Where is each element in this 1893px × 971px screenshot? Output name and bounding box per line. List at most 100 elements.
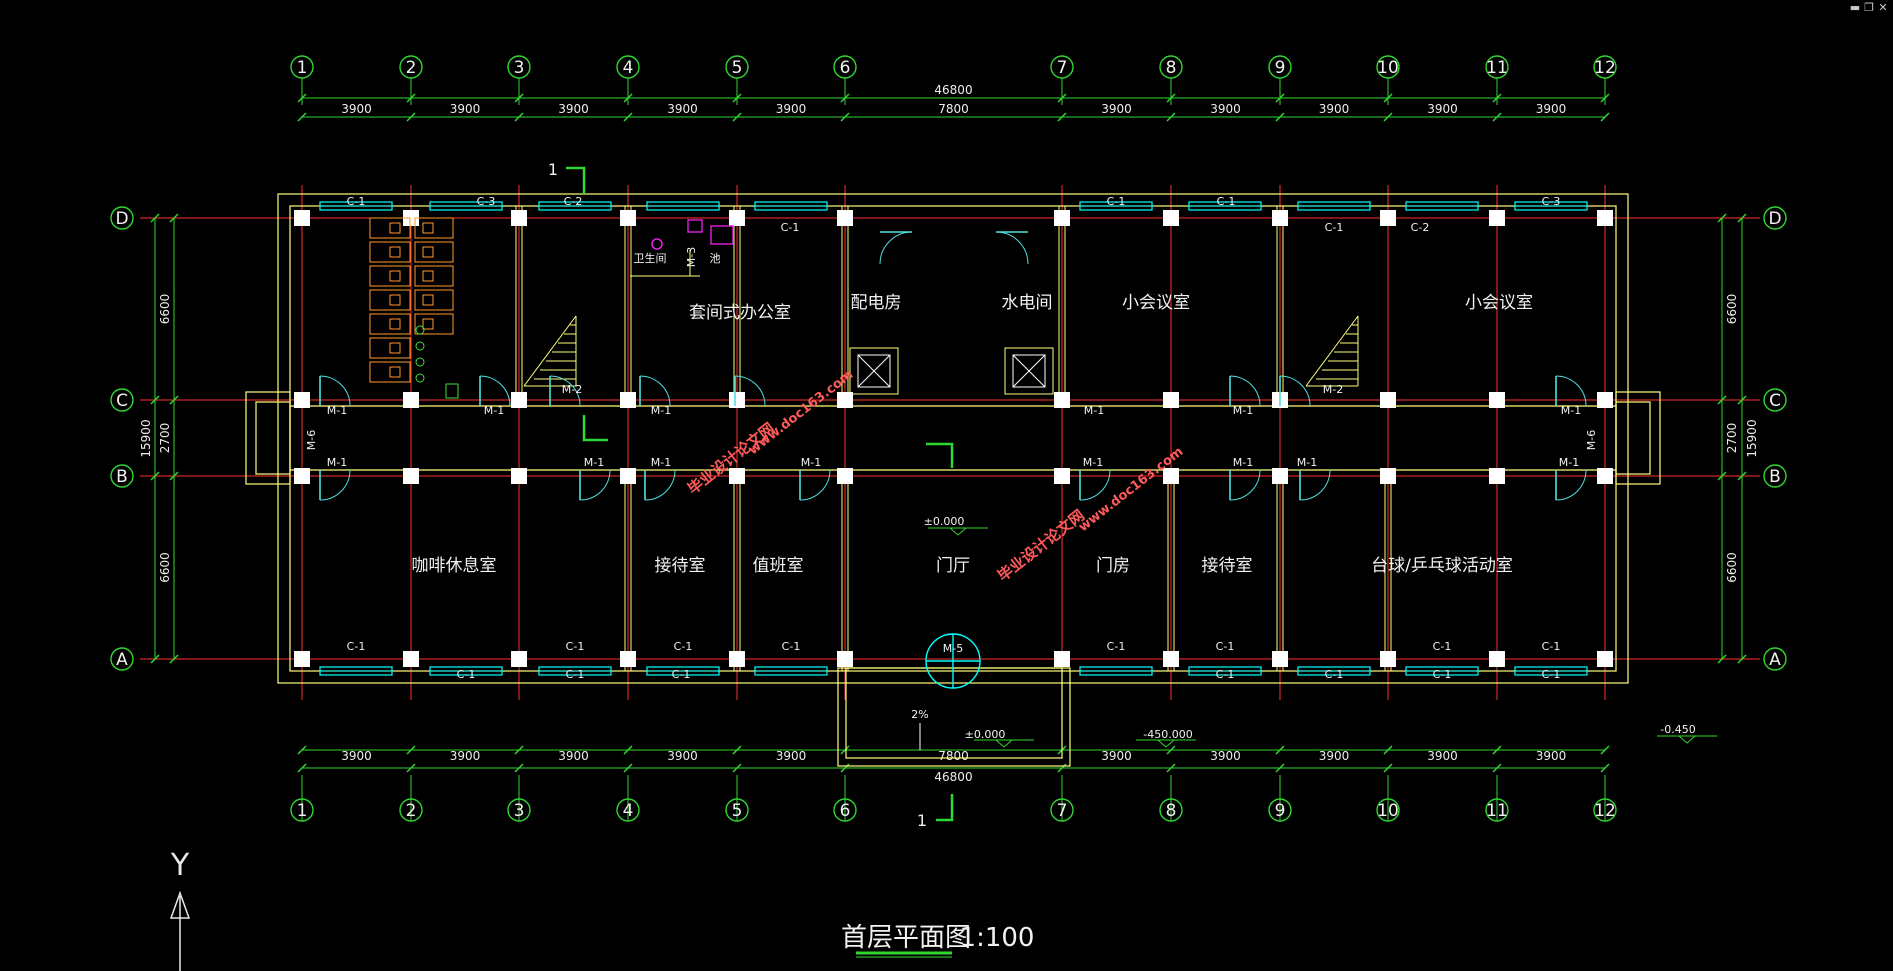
door-tag: M-1 bbox=[1297, 456, 1317, 469]
dimension-tick bbox=[1383, 745, 1393, 755]
toilet-stall bbox=[369, 241, 411, 263]
dimension-tick bbox=[732, 745, 742, 755]
toilet-stall bbox=[414, 217, 454, 239]
toilet-fixture bbox=[422, 270, 434, 282]
axis-bubble bbox=[616, 55, 640, 79]
door-swing bbox=[1229, 469, 1261, 501]
axis-bubble bbox=[110, 388, 134, 412]
window-tag: C-1 bbox=[347, 195, 366, 208]
dimension-tick bbox=[732, 112, 742, 122]
door-swing bbox=[1299, 469, 1331, 501]
elevator-car bbox=[857, 354, 891, 388]
toilet-fixture bbox=[389, 270, 401, 282]
dimension-tick bbox=[1492, 93, 1502, 103]
door-tag: M-1 bbox=[1233, 456, 1253, 469]
dimension-tick bbox=[1717, 471, 1727, 481]
structural-column bbox=[837, 210, 853, 226]
dimension-tick bbox=[1166, 763, 1176, 773]
axis-bubble bbox=[1159, 55, 1183, 79]
toilet-fixture bbox=[389, 318, 401, 330]
door-swing bbox=[479, 375, 511, 407]
axis-bubble bbox=[1050, 798, 1074, 822]
dimension-tick bbox=[623, 745, 633, 755]
dimension-tick bbox=[1166, 745, 1176, 755]
window-tag: C-1 bbox=[1107, 195, 1126, 208]
basin-fixture bbox=[710, 225, 734, 245]
dimension-tick bbox=[1737, 213, 1747, 223]
span-dimension: 3900 bbox=[1319, 102, 1350, 116]
structural-column bbox=[1272, 210, 1288, 226]
dimension-tick bbox=[1275, 93, 1285, 103]
door-tag: M-1 bbox=[1233, 404, 1253, 417]
structural-column bbox=[403, 392, 419, 408]
shower-fixture bbox=[687, 219, 703, 233]
dimension-tick bbox=[1717, 395, 1727, 405]
axis-bubble bbox=[1593, 798, 1617, 822]
door-tag: M-1 bbox=[651, 404, 671, 417]
west-vestibule bbox=[255, 401, 291, 475]
window-tag: C-1 bbox=[782, 640, 801, 653]
axis-bubble bbox=[399, 798, 423, 822]
window-tag: C-1 bbox=[674, 640, 693, 653]
dimension-tick bbox=[1057, 112, 1067, 122]
axis-label: 3 bbox=[514, 58, 525, 78]
structural-column bbox=[620, 468, 636, 484]
dimension-tick bbox=[514, 763, 524, 773]
dimension-tick bbox=[623, 112, 633, 122]
door-swing bbox=[1079, 469, 1111, 501]
window-tag: C-1 bbox=[566, 640, 585, 653]
axis-bubble bbox=[507, 55, 531, 79]
dimension-tick bbox=[840, 745, 850, 755]
axis-bubble bbox=[833, 798, 857, 822]
window-tag: C-1 bbox=[1216, 640, 1235, 653]
door-swing bbox=[644, 469, 676, 501]
door-tag: M-1 bbox=[801, 456, 821, 469]
window-tag: C-1 bbox=[1216, 668, 1235, 681]
elevator-car bbox=[1012, 354, 1046, 388]
toilet-fixture bbox=[651, 238, 663, 250]
structural-column bbox=[620, 210, 636, 226]
axis-label: B bbox=[1769, 467, 1781, 487]
structural-column bbox=[1489, 210, 1505, 226]
structural-column bbox=[729, 468, 745, 484]
outer-wall bbox=[289, 205, 1617, 672]
toilet-fixture bbox=[389, 246, 401, 258]
urinal bbox=[415, 341, 425, 351]
structural-column bbox=[511, 468, 527, 484]
door-tag: M-1 bbox=[1561, 404, 1581, 417]
room-label: 咖啡休息室 bbox=[412, 556, 497, 576]
span-dimension: 3900 bbox=[558, 749, 589, 763]
east-vestibule bbox=[1615, 401, 1651, 475]
structural-column bbox=[620, 392, 636, 408]
door-tag: M-1 bbox=[327, 404, 347, 417]
dimension-tick bbox=[1492, 112, 1502, 122]
axis-bubble bbox=[1268, 798, 1292, 822]
stair bbox=[1305, 315, 1359, 387]
span-dimension: 2700 bbox=[1725, 423, 1739, 454]
structural-column bbox=[294, 651, 310, 667]
room-label: 小会议室 bbox=[1465, 293, 1533, 313]
dimension-tick bbox=[406, 763, 416, 773]
axis-label: 2 bbox=[406, 801, 417, 821]
axis-label: 5 bbox=[732, 801, 743, 821]
door-tag: M-2 bbox=[562, 383, 582, 396]
structural-column bbox=[1597, 210, 1613, 226]
door-swing bbox=[1555, 375, 1587, 407]
elevator-shaft bbox=[849, 347, 899, 395]
minimize-button[interactable]: ▬ bbox=[1849, 1, 1861, 14]
span-dimension: 3900 bbox=[667, 749, 698, 763]
restore-button[interactable]: ❐ bbox=[1864, 1, 1874, 14]
window-tag: C-1 bbox=[1325, 221, 1344, 234]
close-button[interactable]: ✕ bbox=[1878, 1, 1888, 14]
dimension-tick bbox=[840, 112, 850, 122]
axis-bubble bbox=[1485, 798, 1509, 822]
room-label: 台球/乒乓球活动室 bbox=[1371, 556, 1513, 576]
structural-column bbox=[1272, 468, 1288, 484]
dimension-tick bbox=[150, 654, 160, 664]
axis-bubble bbox=[399, 55, 423, 79]
axis-bubble bbox=[616, 798, 640, 822]
dimension-tick bbox=[1275, 763, 1285, 773]
span-dimension: 6600 bbox=[1725, 552, 1739, 583]
east-vestibule bbox=[1615, 391, 1661, 485]
